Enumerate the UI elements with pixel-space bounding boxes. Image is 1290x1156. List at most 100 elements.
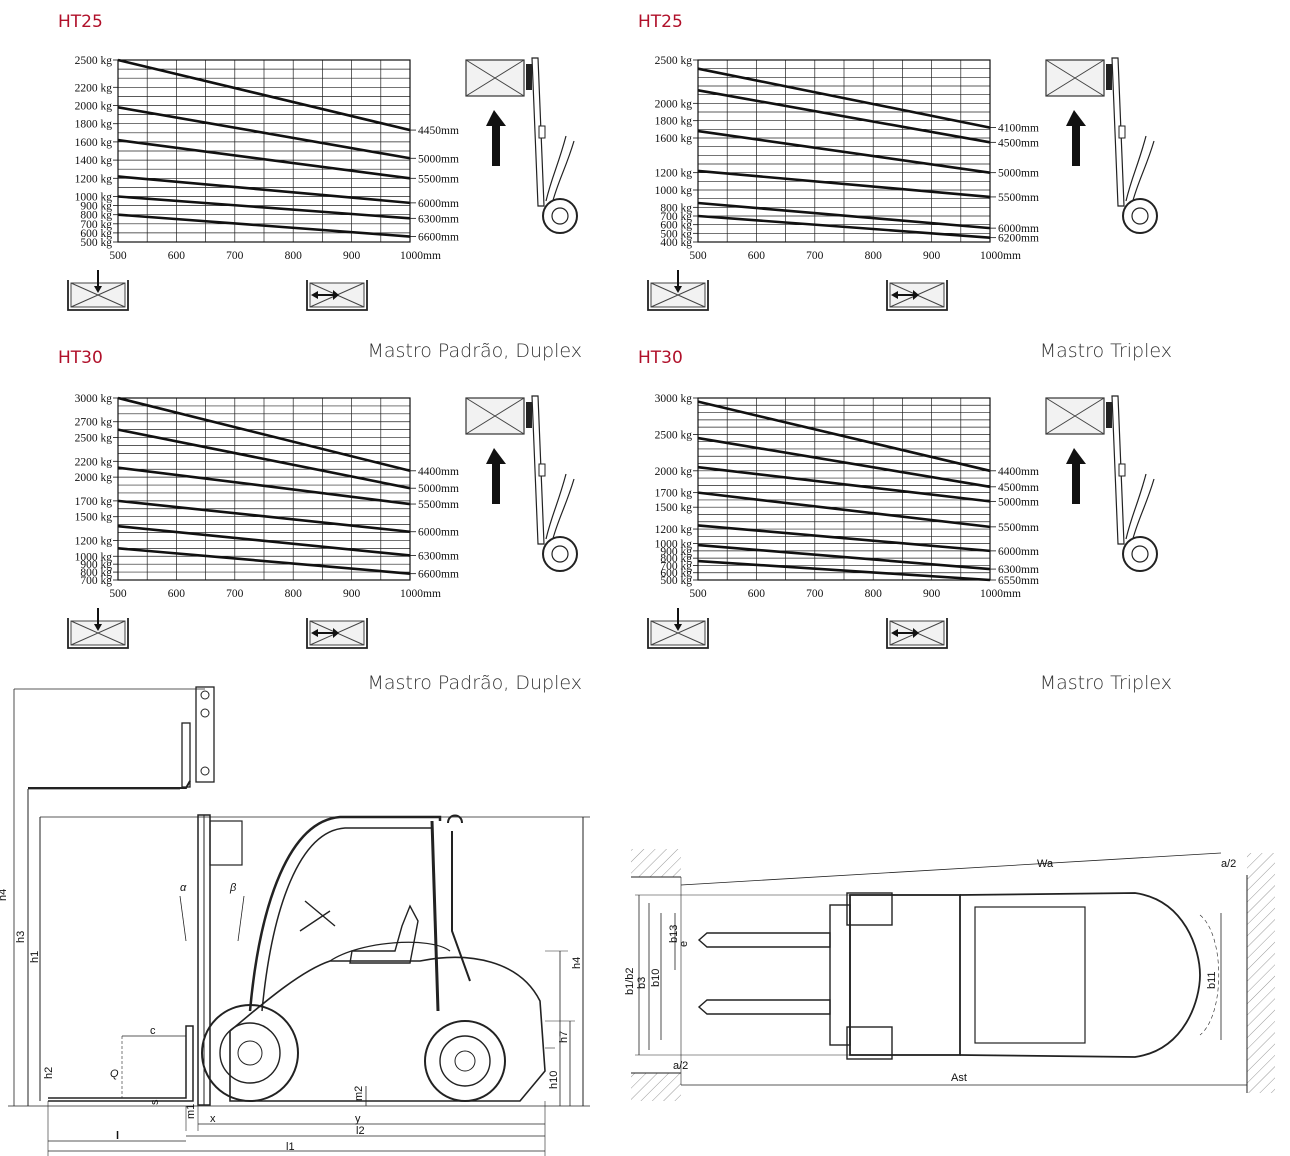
series-line <box>697 67 991 129</box>
y-tick-label: 1600 kg <box>75 137 113 149</box>
mast-truck-icon <box>465 57 578 234</box>
dim-label: b3 <box>636 977 648 989</box>
x-tick-label: 900 <box>923 250 941 262</box>
icon-hub <box>1131 545 1149 563</box>
y-tick-label: 1000 kg <box>75 192 113 204</box>
series-line <box>697 524 991 553</box>
icon-base <box>886 618 948 649</box>
icon-base <box>67 618 129 649</box>
icon-cross <box>1045 59 1105 97</box>
icon-arrowhead <box>674 624 682 631</box>
series-line <box>697 543 991 571</box>
dim-label: h4 <box>571 957 583 969</box>
y-tick-label: 1500 kg <box>655 502 693 514</box>
y-tick-label: 700 kg <box>660 560 692 572</box>
icon-up-arrow <box>486 448 506 504</box>
mast-truck-icon <box>1045 395 1158 572</box>
y-tick-label: 700 kg <box>80 575 112 587</box>
dim-label: l <box>116 1130 119 1142</box>
series-line <box>697 129 991 174</box>
icon-cross <box>465 59 525 97</box>
icon-hub <box>551 545 569 563</box>
x-tick-label: 700 <box>806 250 824 262</box>
dim-label: m1 <box>185 1104 197 1119</box>
y-tick-label: 800 kg <box>80 567 112 579</box>
y-tick-label: 2200 kg <box>75 82 113 94</box>
x-tick-label: 600 <box>168 250 186 262</box>
y-tick-label: 3000 kg <box>75 393 113 405</box>
series-label: 6550mm <box>998 575 1039 587</box>
icon-cross <box>650 620 706 646</box>
series-label: 6600mm <box>418 232 459 244</box>
y-tick-label: 500 kg <box>660 228 692 240</box>
y-tick-label: 1000 kg <box>75 551 113 563</box>
icon-up-arrow <box>1066 448 1086 504</box>
y-tick-label: 1800 kg <box>655 116 693 128</box>
icon-mast <box>1111 57 1125 207</box>
model-title: HT25 <box>638 12 683 32</box>
dim-label: β <box>229 882 237 894</box>
series-line <box>697 465 991 503</box>
icon-carriage <box>526 402 532 428</box>
series-label: 5000mm <box>418 153 459 165</box>
icon-arrowhead <box>913 290 919 300</box>
y-tick-label: 2000 kg <box>75 101 113 113</box>
y-tick-label: 500 kg <box>660 575 692 587</box>
series-line <box>117 499 411 534</box>
mast-truck-icon <box>1045 57 1158 234</box>
icon-cross <box>70 620 126 646</box>
x-tick-label: 700 <box>226 250 244 262</box>
x-tick-label: 600 <box>168 588 186 600</box>
series-line <box>697 89 991 144</box>
dim-label: h3 <box>15 931 27 943</box>
forklift-top-view: Wa a/2 b13 e b1/b2 b3 b10 b11 a/2 Ast <box>625 849 1275 1101</box>
y-tick-label: 500 kg <box>80 237 112 249</box>
y-tick-label: 2500 kg <box>655 55 693 67</box>
series-line <box>117 524 411 557</box>
icon-cross <box>650 282 706 308</box>
dim-label: Wa <box>1037 858 1054 870</box>
load-center-icon <box>306 618 368 649</box>
icon-hub <box>1131 207 1149 225</box>
dim-label: x <box>210 1113 216 1125</box>
mast-caption: Mastro Triplex <box>1039 672 1172 694</box>
dim-label: b13 <box>668 925 680 943</box>
x-tick-label: 900 <box>923 588 941 600</box>
dim-label: l2 <box>356 1125 365 1137</box>
x-tick-label: 600 <box>748 588 766 600</box>
y-tick-label: 2000 kg <box>655 466 693 478</box>
dim-label: a/2 <box>673 1060 688 1072</box>
y-tick-label: 600 kg <box>660 220 692 232</box>
icon-arrowhead <box>913 628 919 638</box>
icon-lift <box>538 125 546 139</box>
y-tick-label: 1700 kg <box>75 496 113 508</box>
y-tick-label: 2700 kg <box>75 417 113 429</box>
y-tick-label: 800 kg <box>660 202 692 214</box>
y-tick-label: 800 kg <box>80 210 112 222</box>
icon-arrowhead <box>94 624 102 631</box>
series-label: 6000mm <box>998 223 1039 235</box>
series-line <box>697 400 991 473</box>
x-tick-label: 500 <box>109 588 127 600</box>
icon-carriage <box>1106 64 1112 90</box>
series-line <box>117 58 411 132</box>
series-label: 4450mm <box>418 125 459 137</box>
y-tick-label: 2000 kg <box>75 472 113 484</box>
series-label: 6000mm <box>998 546 1039 558</box>
y-tick-label: 700 kg <box>660 211 692 223</box>
dim-label: e <box>678 941 690 947</box>
y-tick-label: 1000 kg <box>655 185 693 197</box>
y-tick-label: 2500 kg <box>75 55 113 67</box>
dim-label: h7 <box>558 1031 570 1043</box>
icon-mast <box>1111 395 1125 545</box>
series-line <box>117 213 411 238</box>
y-tick-label: 600 kg <box>80 228 112 240</box>
x-tick-label: 500 <box>109 250 127 262</box>
series-label: 4100mm <box>998 123 1039 135</box>
icon-guard <box>1125 473 1155 543</box>
x-tick-label: 1000mm <box>980 250 1021 262</box>
series-label: 4500mm <box>998 482 1039 494</box>
